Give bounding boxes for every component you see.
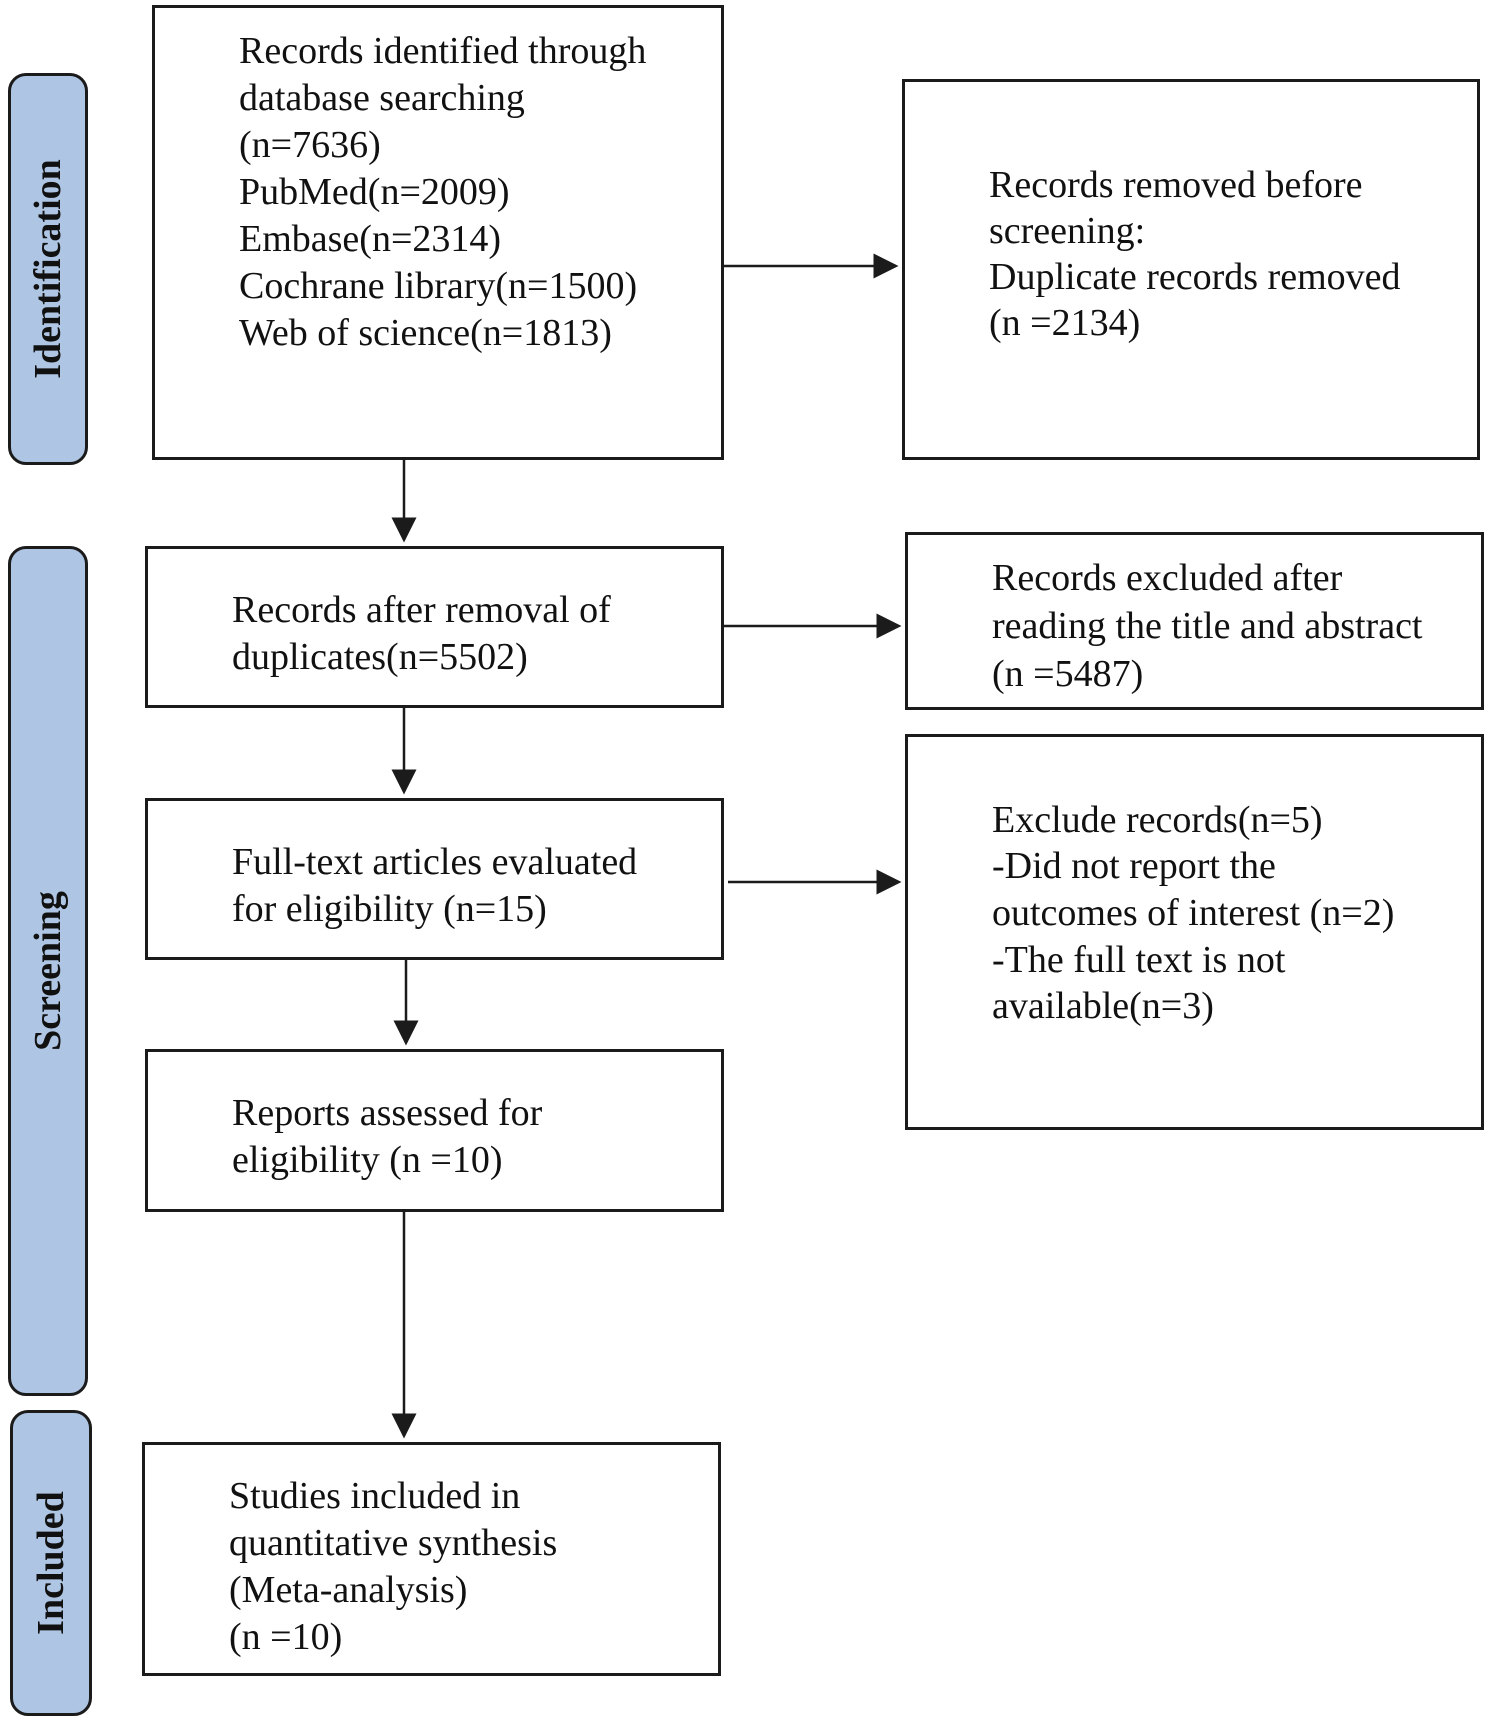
box-line: -Did not report the <box>992 845 1276 887</box>
phase-screening: Screening <box>8 546 88 1396</box>
box-line: screening: <box>989 210 1146 252</box>
box-line: Records excluded after <box>992 557 1343 599</box>
reports-assessed-box: Reports assessed for eligibility (n =10) <box>145 1049 724 1212</box>
phase-included: Included <box>10 1410 92 1716</box>
box-line: (n =5487) <box>992 653 1144 695</box>
box-line: available(n=3) <box>992 985 1214 1027</box>
fulltext-evaluated-box: Full-text articles evaluated for eligibi… <box>145 798 724 960</box>
box-line: eligibility (n =10) <box>232 1139 503 1181</box>
box-line: Full-text articles evaluated <box>232 841 638 883</box>
box-line: Reports assessed for <box>232 1092 543 1134</box>
box-line: Cochrane library(n=1500) <box>239 265 638 307</box>
box-line: PubMed(n=2009) <box>239 171 510 213</box>
box-line: for eligibility (n=15) <box>232 888 547 930</box>
exclude-records-box: Exclude records(n=5) -Did not report the… <box>905 734 1484 1130</box>
box-line: database searching <box>239 77 525 119</box>
box-line: (n=7636) <box>239 124 381 166</box>
box-line: Embase(n=2314) <box>239 218 502 260</box>
phase-identification: Identification <box>8 73 88 465</box>
box-line: (Meta-analysis) <box>229 1569 468 1611</box>
box-line: (n =2134) <box>989 302 1141 344</box>
box-line: Exclude records(n=5) <box>992 799 1323 841</box>
box-line: quantitative synthesis <box>229 1522 558 1564</box>
box-line: (n =10) <box>229 1616 343 1658</box>
studies-included-box: Studies included in quantitative synthes… <box>142 1442 721 1676</box>
records-after-removal-box: Records after removal of duplicates(n=55… <box>145 546 724 708</box>
box-line: Duplicate records removed <box>989 256 1401 298</box>
box-line: Web of science(n=1813) <box>239 312 612 354</box>
box-line: -The full text is not <box>992 939 1286 981</box>
box-line: reading the title and abstract <box>992 605 1423 647</box>
records-identified-box: Records identified through database sear… <box>152 5 724 460</box>
box-line: Studies included in <box>229 1475 521 1517</box>
box-line: outcomes of interest (n=2) <box>992 892 1395 934</box>
records-removed-box: Records removed before screening: Duplic… <box>902 79 1480 460</box>
box-line: Records removed before <box>989 164 1363 206</box>
box-line: Records identified through <box>239 30 647 72</box>
box-line: duplicates(n=5502) <box>232 636 528 678</box>
records-excluded-box: Records excluded after reading the title… <box>905 532 1484 710</box>
box-line: Records after removal of <box>232 589 611 631</box>
